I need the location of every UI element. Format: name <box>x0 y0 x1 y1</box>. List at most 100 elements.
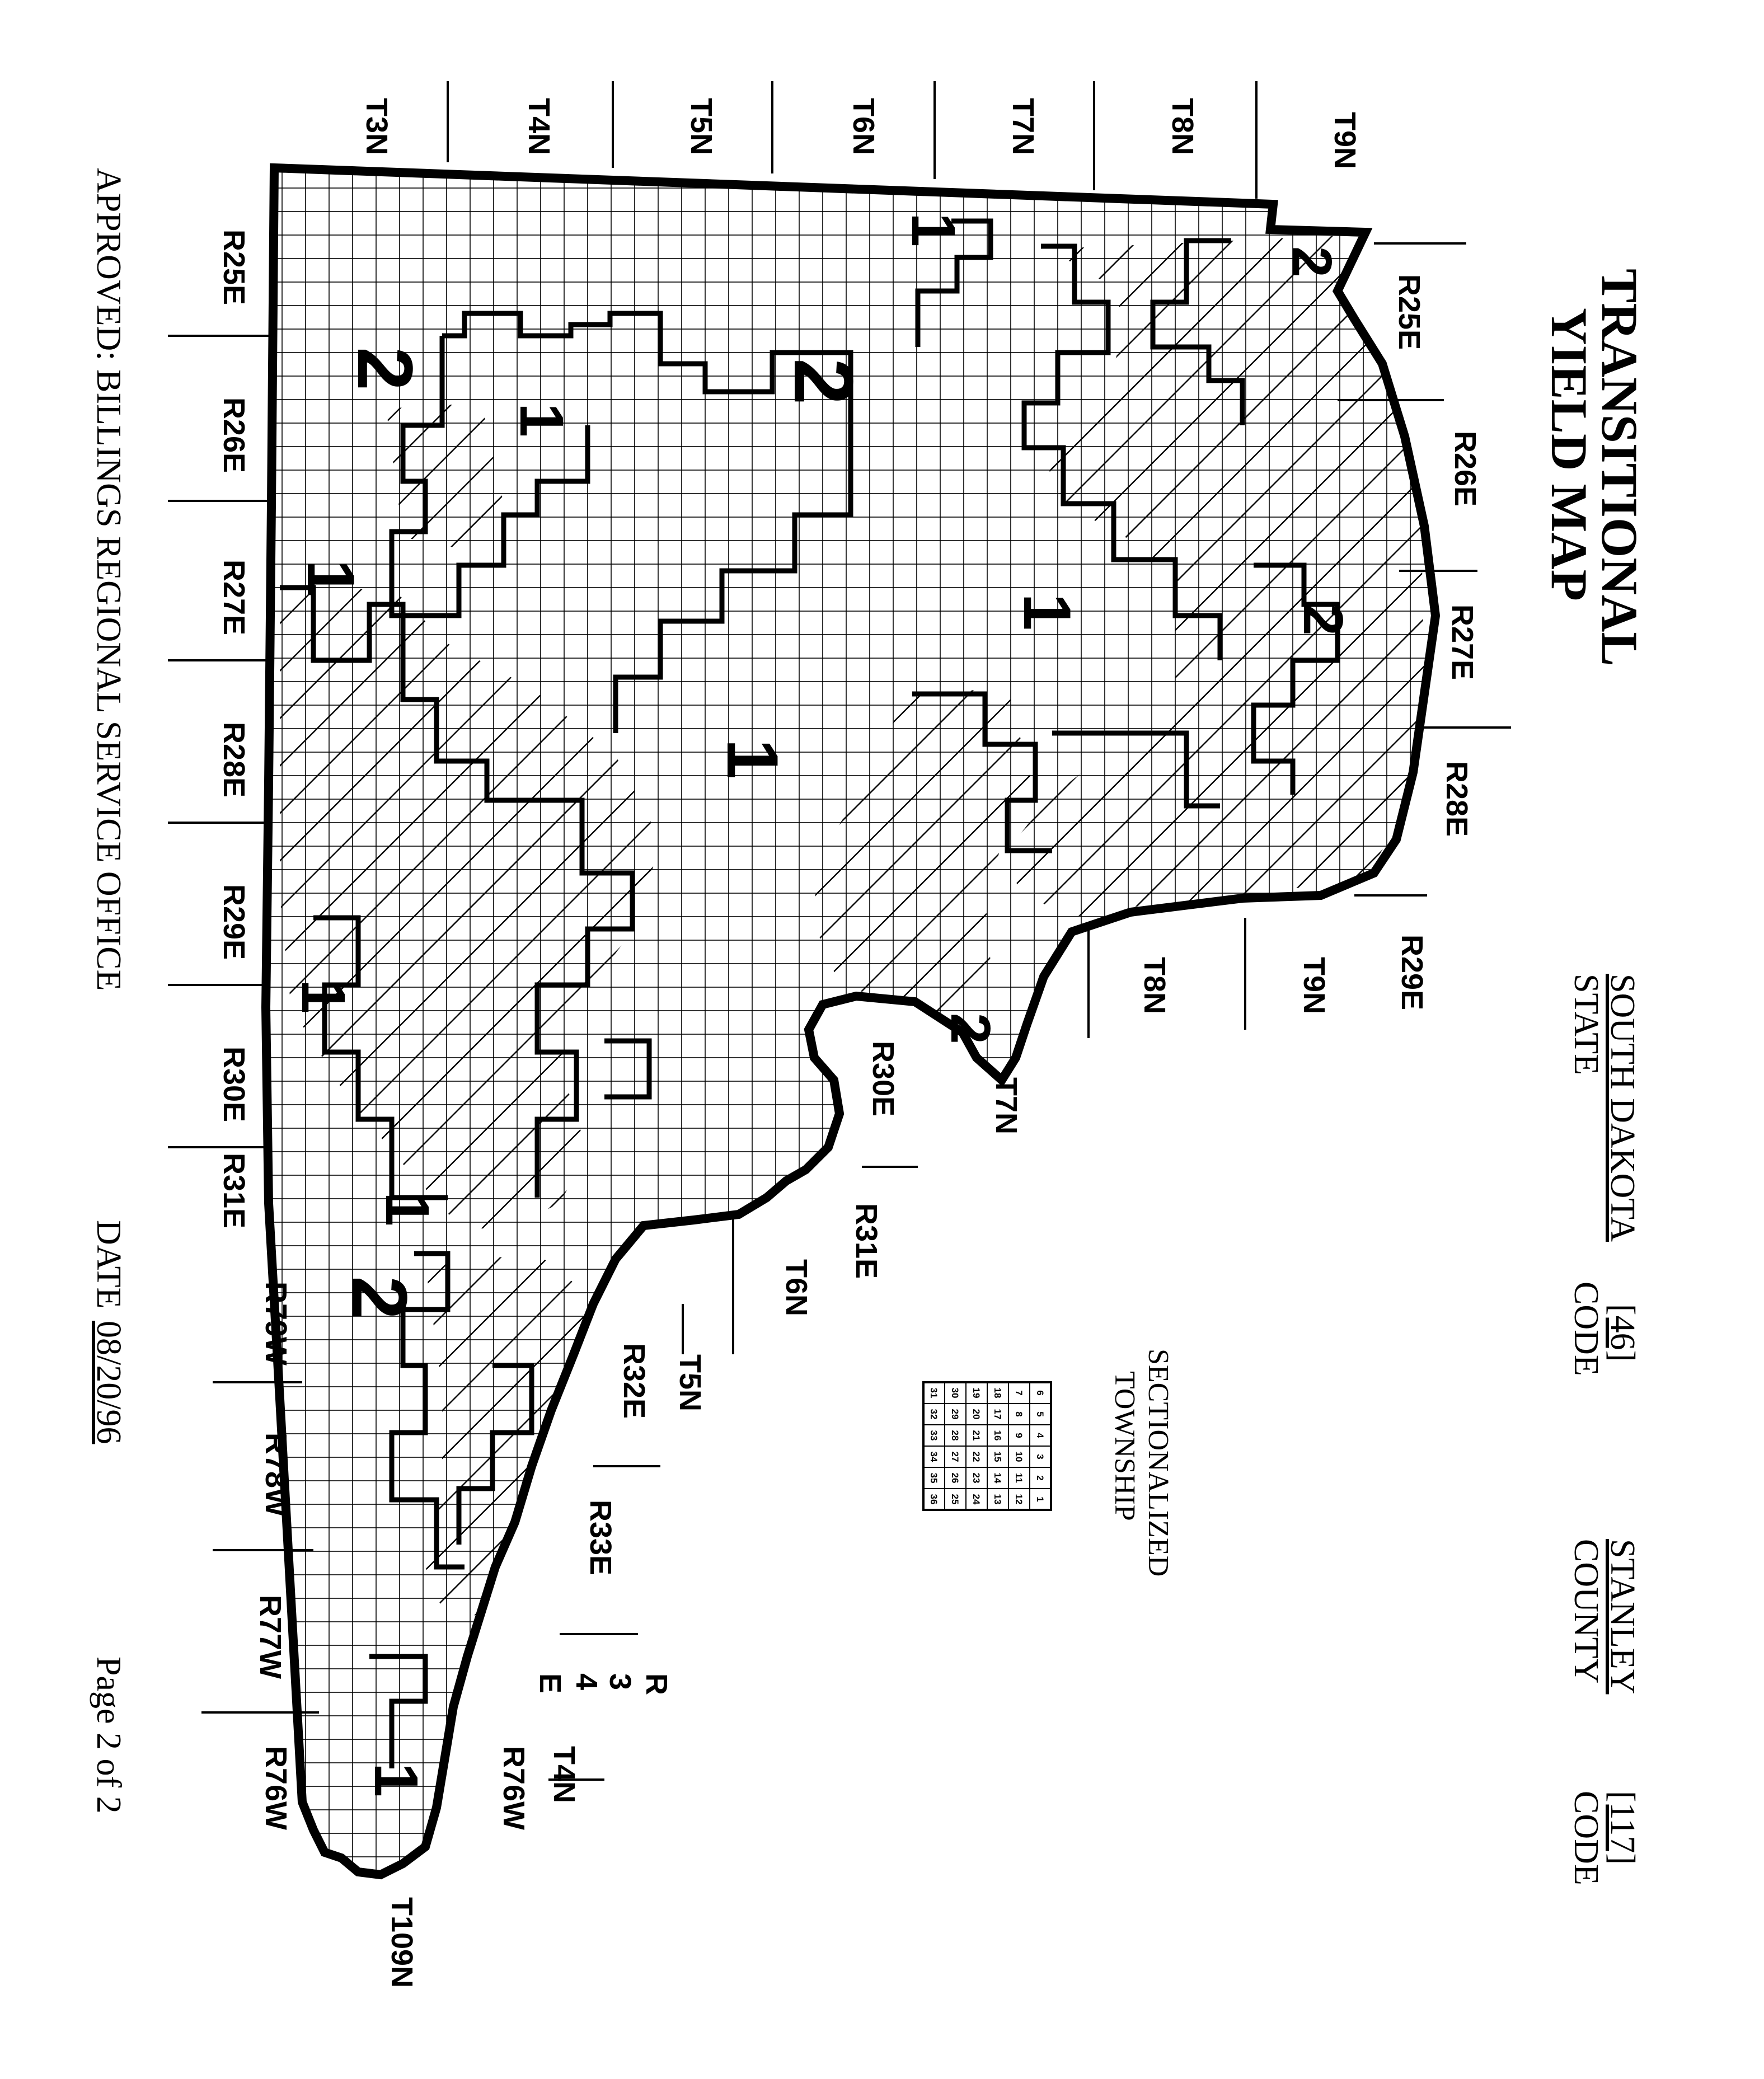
zone-label: 1 <box>373 1192 442 1226</box>
legend-section-number: 30 <box>950 1388 960 1398</box>
county-code-label: CODE <box>1567 1791 1605 1885</box>
township-label-inner: T6N <box>780 1259 813 1317</box>
township-label-inner: T7N <box>989 1077 1023 1135</box>
legend-cell <box>923 1488 945 1510</box>
township-label-inner: T4N <box>547 1746 581 1804</box>
legend-section-number: 15 <box>992 1452 1003 1462</box>
range-label-inner: R32E <box>617 1343 651 1419</box>
legend-section-number: 25 <box>950 1494 960 1505</box>
legend-section-number: 10 <box>1014 1452 1024 1462</box>
legend-section-number: 27 <box>950 1452 960 1462</box>
township-label-top: T3N <box>360 98 393 156</box>
legend-section-number: 22 <box>971 1452 982 1462</box>
legend-section-number: 5 <box>1035 1411 1045 1416</box>
date-value: 08/20/96 <box>90 1321 128 1444</box>
township-label-right: T9N <box>1297 957 1331 1015</box>
zone-labels: 2 2 2 2 2 2 1 1 1 1 1 1 1 1 <box>289 213 1354 1797</box>
approved-text: APPROVED: BILLINGS REGIONAL SERVICE OFFI… <box>90 168 128 991</box>
zone-label: 2 <box>1280 246 1343 278</box>
zone-label: 1 <box>899 213 968 247</box>
legend-section-number: 36 <box>928 1494 939 1505</box>
legend-section-number: 14 <box>992 1473 1003 1484</box>
state-code: [46] <box>1603 1304 1641 1362</box>
legend-section-number: 29 <box>950 1409 960 1420</box>
range-label-left: R31E <box>217 1153 251 1229</box>
range-label-left: R29E <box>217 884 251 960</box>
range-label-right: R27E <box>1446 604 1479 681</box>
title-line2: YIELD MAP <box>1541 308 1598 601</box>
range-label-left: R28E <box>217 722 251 798</box>
legend-section-number: 3 <box>1035 1454 1045 1459</box>
township-label-top: T6N <box>847 98 880 156</box>
range-label-inner: R33E <box>584 1500 617 1576</box>
township-label-top: T4N <box>522 98 556 156</box>
legend-section-number: 28 <box>950 1430 960 1441</box>
hatched-zone-center <box>811 688 1035 1024</box>
township-label-top: T7N <box>1006 98 1040 156</box>
township-label-top: T9N <box>1328 112 1362 170</box>
hatched-zone-east <box>1007 235 1424 918</box>
range-label-inner: R30E <box>866 1041 900 1117</box>
legend-section-number: 17 <box>992 1409 1003 1420</box>
zone-label: 1 <box>289 979 358 1013</box>
range-label-west: R76W <box>259 1746 293 1831</box>
county-label: COUNTY <box>1567 1539 1605 1684</box>
range-label-left: R26E <box>217 397 251 473</box>
county-name: STANLEY <box>1603 1539 1641 1695</box>
legend-section-number: 19 <box>971 1388 982 1398</box>
legend-section-number: 35 <box>928 1473 939 1484</box>
range-label-inner: R31E <box>850 1203 883 1279</box>
zone-label: 1 <box>712 739 794 779</box>
zone-label: 2 <box>336 1276 424 1320</box>
legend-section-number: 34 <box>928 1452 939 1462</box>
county-code: [117] <box>1603 1791 1641 1865</box>
township-tick-lines <box>447 81 1258 199</box>
legend-title-line2: TOWNSHIP <box>1109 1371 1141 1521</box>
state-label: STATE <box>1567 974 1605 1076</box>
state-code-label: CODE <box>1567 1282 1605 1376</box>
legend-section-number: 31 <box>928 1388 939 1398</box>
range-label-west: R77W <box>254 1595 287 1679</box>
zone-label: 2 <box>1292 604 1354 636</box>
title-line1: TRANSITIONAL <box>1591 269 1648 667</box>
legend-section-number: 32 <box>928 1409 939 1420</box>
range-label-inner: R <box>640 1673 673 1695</box>
township-label-top: T5N <box>684 98 718 156</box>
range-label-west: R78W <box>259 1433 293 1517</box>
hatched-zone-south <box>425 1254 593 1623</box>
legend-section-number: 18 <box>992 1388 1003 1398</box>
legend-section-number: 12 <box>1014 1494 1024 1505</box>
range-label-inner: E <box>533 1673 567 1694</box>
sectionalized-township-legend: 6543217891011121817161514131920212223243… <box>922 1381 1052 1511</box>
zone-label: 1 <box>1010 593 1085 631</box>
range-label-inner: R76W <box>497 1746 531 1831</box>
legend-section-number: 33 <box>928 1430 939 1441</box>
legend-section-number: 7 <box>1014 1390 1024 1395</box>
township-label-inner: T109N <box>385 1897 419 1988</box>
zone-label: 2 <box>939 1013 1002 1044</box>
legend-section-number: 2 <box>1035 1475 1045 1480</box>
legend-section-number: 11 <box>1014 1473 1024 1483</box>
legend-section-number: 20 <box>971 1409 982 1420</box>
township-label-right: T8N <box>1138 957 1171 1015</box>
legend-section-number: 9 <box>1014 1433 1024 1438</box>
legend-title-line1: SECTIONALIZED <box>1142 1349 1174 1577</box>
legend-section-number: 13 <box>992 1494 1003 1505</box>
zone-boundaries <box>280 218 1340 1768</box>
state-name: SOUTH DAKOTA <box>1603 974 1641 1242</box>
hatched-zone-west <box>280 588 660 1231</box>
range-label-left: R25E <box>217 229 251 306</box>
range-label-west: R79W <box>259 1282 293 1366</box>
page-number: Page 2 of 2 <box>90 1656 128 1814</box>
zone-label: 1 <box>507 403 576 437</box>
range-label-right: R28E <box>1440 761 1474 837</box>
zone-label: 1 <box>293 560 368 597</box>
township-label-top: T8N <box>1166 98 1199 156</box>
range-label-left: R27E <box>217 560 251 636</box>
legend-section-number: 8 <box>1014 1411 1024 1416</box>
legend-section-number: 26 <box>950 1473 960 1484</box>
legend-section-number: 21 <box>971 1430 982 1441</box>
